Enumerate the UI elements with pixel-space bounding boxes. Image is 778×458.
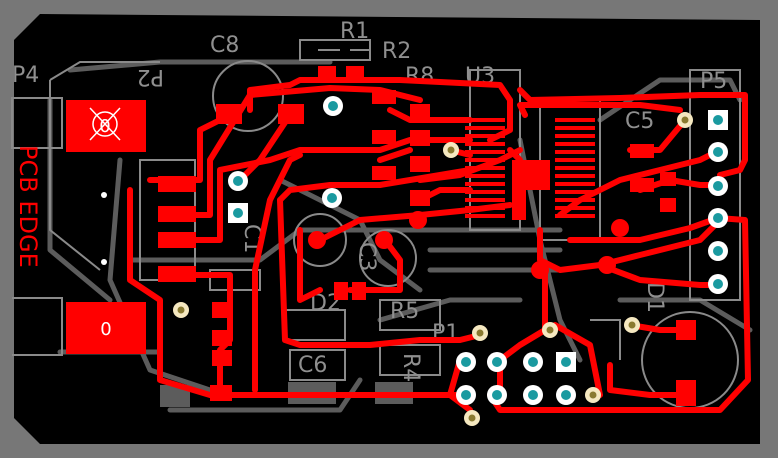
small-via-hole	[546, 326, 554, 334]
smd-pads	[158, 66, 696, 406]
small-via-hole	[468, 414, 476, 422]
mounting-pad-bottom[interactable]: 0	[66, 302, 146, 354]
via-hole	[528, 390, 538, 400]
via-hole	[492, 357, 502, 367]
via-hole	[561, 390, 571, 400]
label-r8: R8	[405, 64, 434, 89]
via-hole	[233, 176, 243, 186]
round-copper-pad	[308, 231, 326, 249]
small-via-hole	[589, 391, 597, 399]
label-r4: R4	[398, 353, 423, 382]
label-c3: C3	[354, 242, 379, 271]
label-r1: R1	[340, 19, 369, 44]
via-hole	[713, 147, 723, 157]
via-hole	[528, 357, 538, 367]
via-hole	[461, 390, 471, 400]
round-copper-pad	[531, 261, 549, 279]
round-copper-pad	[409, 211, 427, 229]
pcb-edge-label: PCB EDGE	[14, 145, 42, 268]
mounting-pad-top[interactable]: 0	[66, 100, 146, 152]
via-hole	[713, 246, 723, 256]
label-d1: D1	[642, 282, 667, 313]
via-hole	[328, 101, 338, 111]
mounting-pad-bottom-label: 0	[100, 319, 111, 340]
small-via-hole	[177, 306, 185, 314]
label-r2: R2	[382, 39, 411, 64]
via-hole	[713, 213, 723, 223]
pin1-hole	[561, 357, 571, 367]
via-hole	[713, 279, 723, 289]
via-hole	[327, 193, 337, 203]
small-via-hole	[447, 146, 455, 154]
round-copper-pad	[611, 219, 629, 237]
ic-u3-pads	[465, 118, 595, 220]
svg-text:PCB EDGE: PCB EDGE	[14, 145, 42, 268]
label-p4: P4	[12, 63, 39, 88]
via-hole	[461, 357, 471, 367]
via-hole	[713, 181, 723, 191]
pin1-hole	[713, 115, 723, 125]
mounting-pad-top-label: 0	[99, 116, 110, 137]
small-via-hole	[628, 321, 636, 329]
small-via-hole	[681, 116, 689, 124]
small-via-hole	[476, 329, 484, 337]
through-hole-pads	[173, 96, 728, 426]
via-hole	[492, 390, 502, 400]
label-p2: P2	[137, 64, 164, 89]
label-r5: R5	[390, 299, 419, 324]
pin1-hole	[233, 208, 243, 218]
round-copper-pad	[375, 231, 393, 249]
label-c5: C5	[625, 109, 654, 134]
label-c8: C8	[210, 33, 239, 58]
label-p5: P5	[700, 69, 727, 94]
label-c6: C6	[298, 353, 327, 378]
round-copper-pad	[598, 256, 616, 274]
